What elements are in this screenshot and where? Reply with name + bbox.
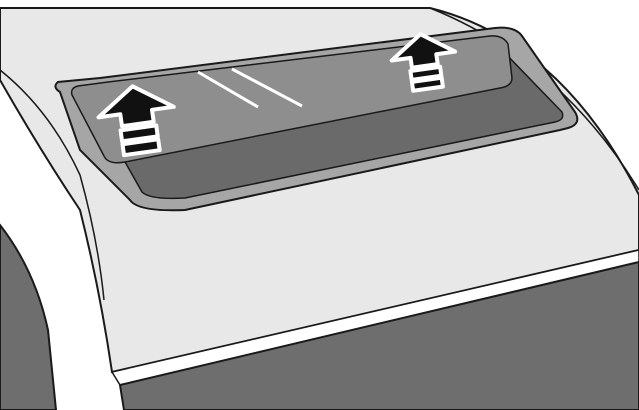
sunroof-illustration bbox=[0, 0, 639, 410]
